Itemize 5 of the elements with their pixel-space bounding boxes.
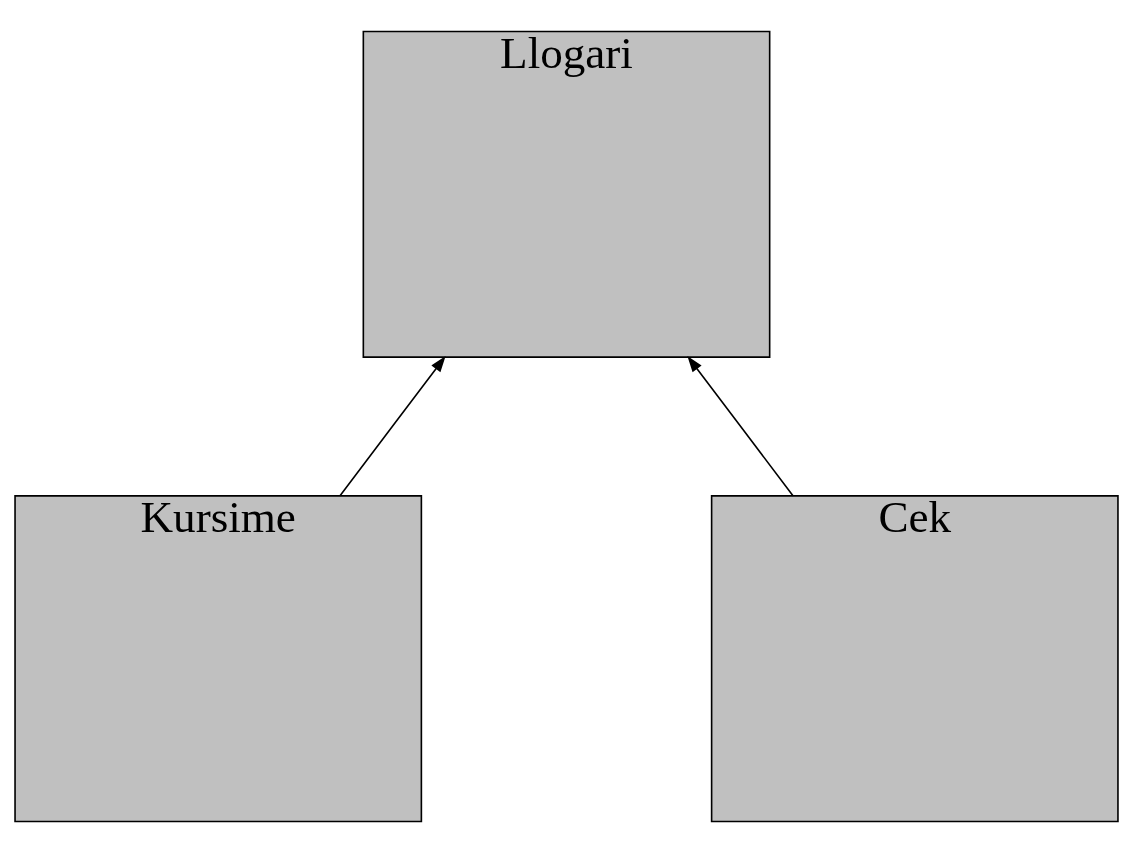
node-box: Cek	[710, 494, 1119, 822]
arrow	[339, 355, 446, 497]
arrow	[687, 355, 794, 497]
node-box: Kursime	[14, 494, 423, 822]
node-box: Llogari	[362, 30, 771, 358]
